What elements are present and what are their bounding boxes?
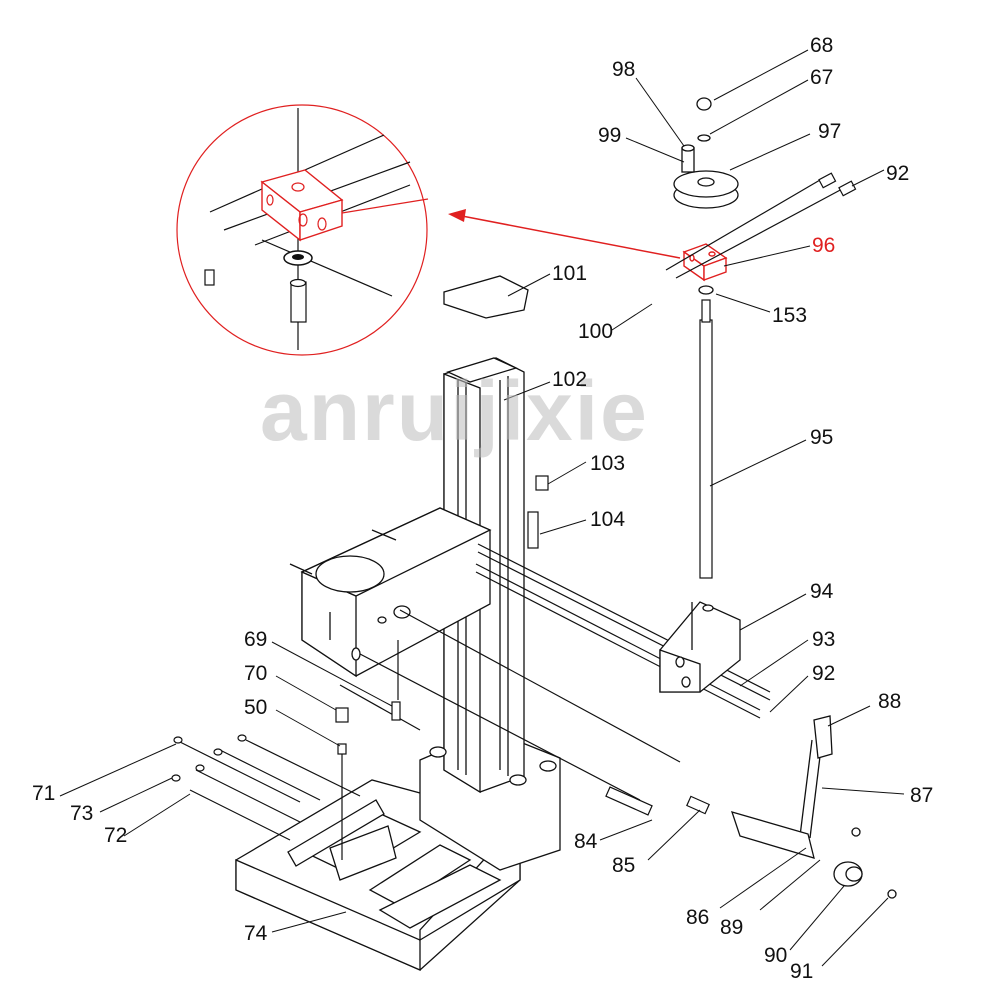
fasteners [171,475,710,860]
part-label-50: 50 [244,696,267,719]
part-label-68: 68 [810,34,833,57]
part-label-98: 98 [612,58,635,81]
feed-handle [730,715,897,899]
zoomed-block-part [260,169,429,242]
highlighted-part-96 [682,243,728,282]
part-label-67: 67 [810,66,833,89]
part-label-96: 96 [812,234,835,257]
part-label-99: 99 [598,124,621,147]
part-label-153: 153 [772,304,807,327]
part-label-90: 90 [764,944,787,967]
part-label-70: 70 [244,662,267,685]
elevation-rod [699,299,713,579]
detail-zoom-circle [176,104,429,356]
arm-housing [289,507,492,678]
part-label-85: 85 [612,854,635,877]
part-label-92-bottom: 92 [812,662,835,685]
part-label-88: 88 [878,690,901,713]
part-label-73: 73 [70,802,93,825]
part-label-97: 97 [818,120,841,143]
part-label-74: 74 [244,922,268,945]
bracket [659,601,741,693]
part-label-101: 101 [552,262,587,285]
zoom-arrow [448,209,681,259]
part-label-69: 69 [244,628,267,651]
part-label-89: 89 [720,916,743,939]
part-label-100: 100 [578,320,613,343]
part-label-91: 91 [790,960,813,983]
part-label-86: 86 [686,906,709,929]
gear [673,97,739,295]
part-label-87: 87 [910,784,933,807]
part-label-95: 95 [810,426,833,449]
part-label-84: 84 [574,830,598,853]
part-label-103: 103 [590,452,625,475]
part-label-72: 72 [104,824,127,847]
part-label-94: 94 [810,580,834,603]
part-label-102: 102 [552,368,587,391]
part-label-71: 71 [32,782,55,805]
part-label-93: 93 [812,628,835,651]
leader-lines [59,49,905,967]
part-label-104: 104 [590,508,625,531]
watermark: anruijixie [260,364,649,458]
part-label-92-top: 92 [886,162,909,185]
long-bolts [665,172,857,279]
